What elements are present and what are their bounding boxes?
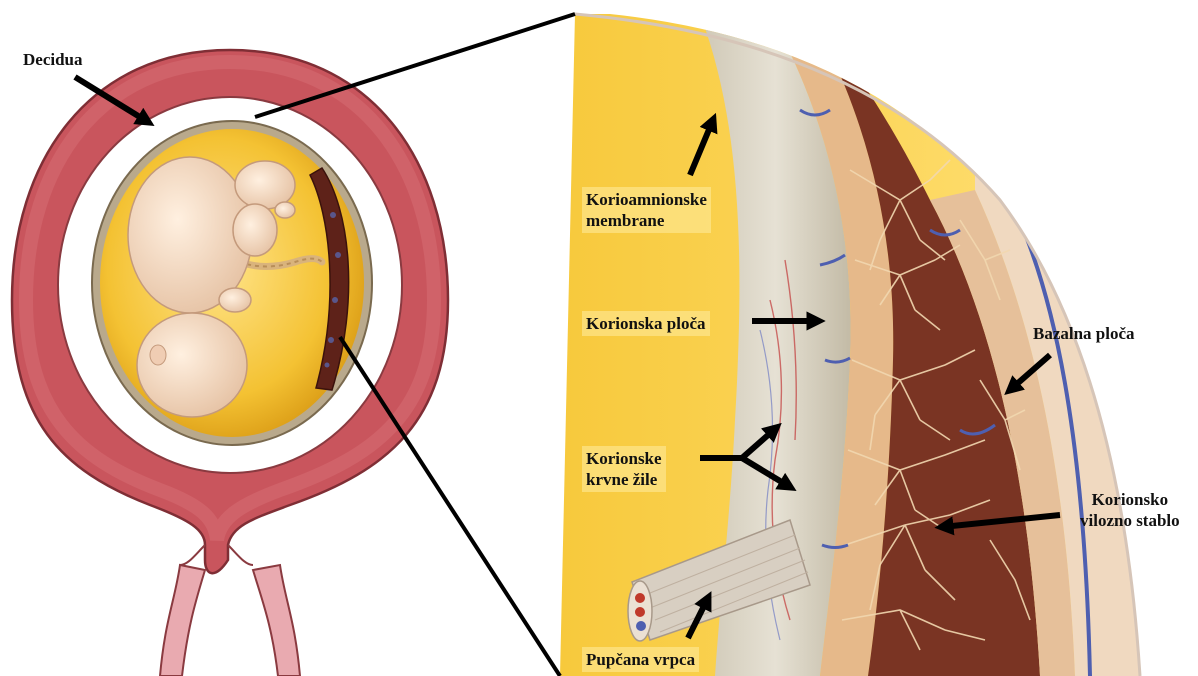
zoom-line-bottom	[340, 337, 560, 676]
label-decidua: Decidua	[23, 49, 83, 70]
label-vilozno-line1: Korionsko	[1092, 490, 1169, 509]
uterus	[12, 50, 448, 676]
label-korionske-krvne-zile: Korionske krvne žile	[582, 446, 666, 492]
label-pupcana-vrpca: Pupčana vrpca	[582, 647, 699, 672]
label-korioamnionske-line1: Korioamnionske	[586, 190, 707, 209]
label-bazalna-ploca: Bazalna ploča	[1033, 323, 1135, 344]
label-korioamnionske: Korioamnionske membrane	[582, 187, 711, 233]
label-korionske-line2: krvne žile	[586, 470, 657, 489]
label-vilozno-line2: vilozno stablo	[1080, 511, 1180, 530]
label-korionska-ploca: Korionska ploča	[582, 311, 710, 336]
label-korioamnionske-line2: membrane	[586, 211, 664, 230]
label-korionske-line1: Korionske	[586, 449, 662, 468]
label-korionsko-vilozno-stablo: Korionsko vilozno stablo	[1080, 489, 1180, 531]
